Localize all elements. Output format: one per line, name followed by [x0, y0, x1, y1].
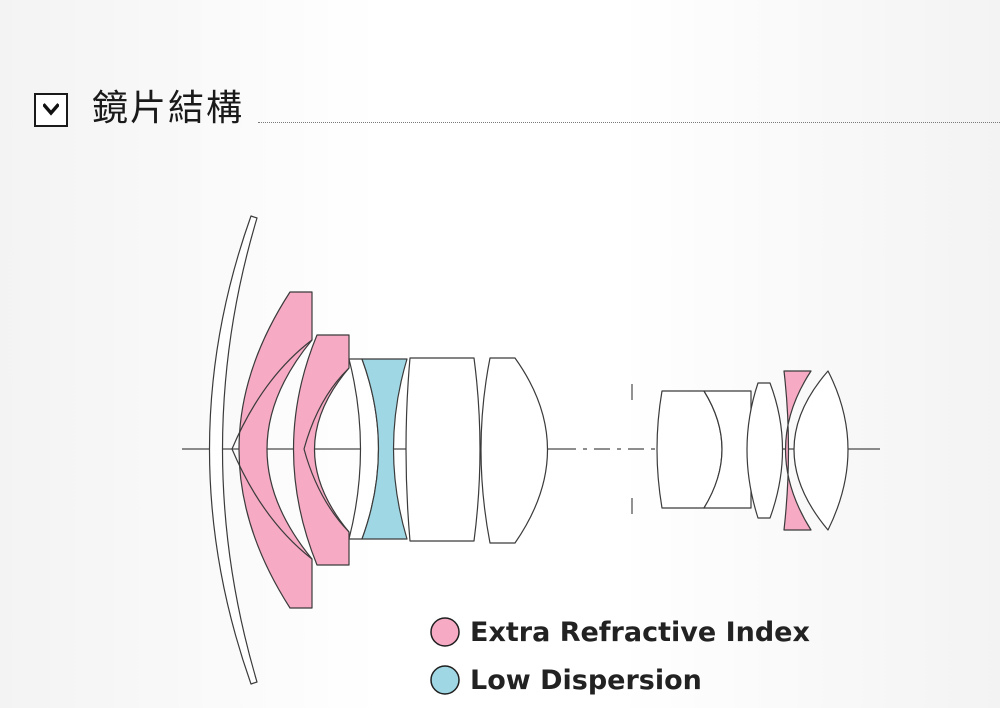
- legend-label-low-dispersion: Low Dispersion: [470, 665, 702, 696]
- lens-element-12: [793, 370, 849, 531]
- lens-element-5: [361, 358, 408, 540]
- chevron-down-icon: [43, 103, 59, 116]
- lens-surface-line: [231, 448, 313, 560]
- lens-element-2: [238, 291, 313, 609]
- section-header: 鏡片結構: [34, 86, 1000, 132]
- lens-element-3: [292, 334, 350, 566]
- low-dispersion-swatch: [430, 665, 460, 695]
- lens-element-8: [656, 390, 723, 509]
- lens-element-10: [746, 382, 784, 519]
- extra-refractive-index-swatch: [430, 617, 460, 647]
- lens-surface-line: [231, 339, 313, 450]
- lens-element-9: [703, 390, 752, 509]
- lens-surface-line: [303, 367, 350, 450]
- section-title: 鏡片結構: [92, 88, 245, 129]
- header-divider: [258, 122, 1000, 123]
- lens-element-1: [208, 215, 258, 685]
- legend-label-extra-refractive-index: Extra Refractive Index: [470, 617, 810, 648]
- legend: Extra Refractive Index Low Dispersion: [430, 617, 810, 696]
- lens-element-7: [480, 357, 548, 544]
- legend-item-extra-refractive-index: Extra Refractive Index: [430, 617, 810, 648]
- lens-surface-line: [303, 448, 350, 533]
- lens-element-11: [783, 370, 812, 531]
- collapse-toggle-button[interactable]: [34, 93, 68, 127]
- lens-element-6: [405, 357, 481, 542]
- legend-item-low-dispersion: Low Dispersion: [430, 665, 702, 696]
